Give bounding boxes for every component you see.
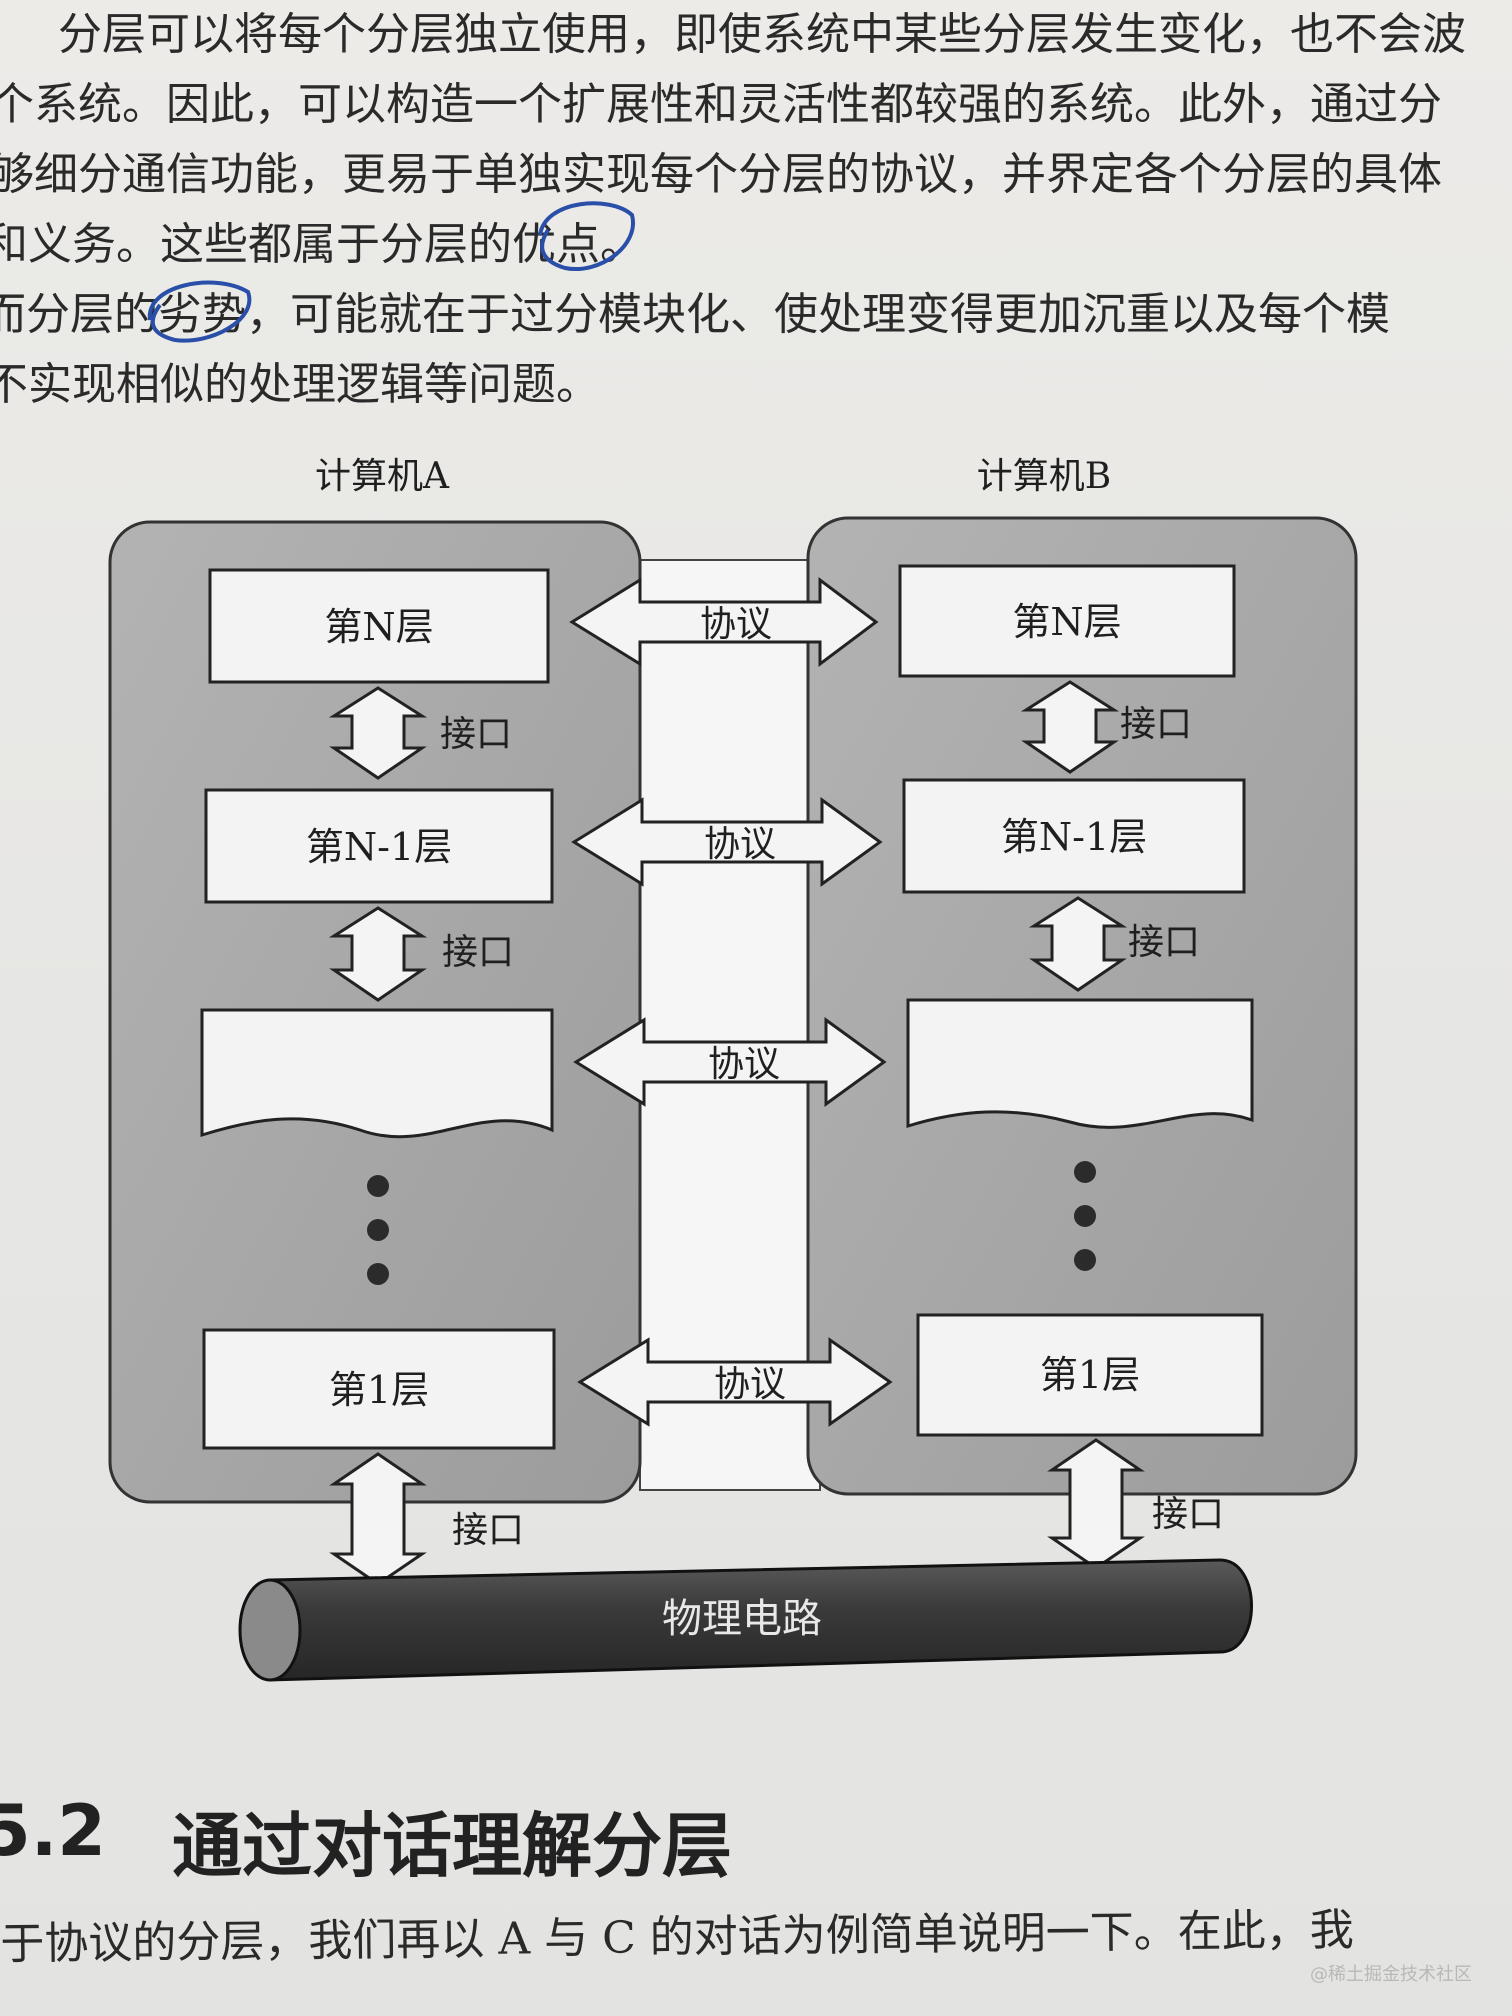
section-number: 5.2 [0,1790,107,1872]
protocol-label: 协议 [700,604,772,645]
a-layer-n-minus-1-box [204,788,554,904]
a-layer-n-minus-1-text: 第N-1层 [306,825,452,869]
section-title: 通过对话理解分层 [172,1805,732,1887]
b-torn-box [906,998,1254,1129]
interface-label: 接口 [440,714,512,755]
interface-label: 接口 [1128,922,1200,963]
center-column [639,559,821,1491]
b-dot [1074,1249,1096,1271]
paragraph-line: 不实现相似的处理逻辑等问题。 [0,359,600,410]
a-layer-n-text: 第N层 [324,605,433,649]
interface-label: 接口 [442,932,514,973]
b-dot [1074,1161,1096,1183]
interface-arrow: 接口 [328,686,512,780]
b-layer-1-text: 第1层 [1040,1353,1140,1397]
a-layer-n-box [208,568,550,684]
bottom-text-line: 于协议的分层，我们再以 A 与 C 的对话为例简单说明一下。在此，我 [0,1904,1354,1970]
paragraph-line: 和义务。这些都属于分层的优点。 [0,219,644,270]
a-torn-box [200,1008,554,1139]
pen-circle-lieshi [147,280,252,343]
pen-annotations [147,201,636,343]
protocol-arrow: 协议 [569,577,879,667]
a-layer-1-box [202,1328,556,1450]
protocol-arrow: 协议 [577,1337,893,1427]
interface-arrow: 接口 [1028,896,1200,992]
protocol-label: 协议 [704,824,776,865]
a-dot [367,1219,389,1241]
protocol-arrow: 协议 [571,797,883,887]
interface-label: 接口 [1120,704,1192,745]
a-layer-1-text: 第1层 [329,1368,429,1412]
interface-arrow: 接口 [1020,680,1192,774]
b-layer-n-box [898,564,1236,678]
b-layer-n-minus-1-text: 第N-1层 [1001,815,1147,859]
a-dot [367,1175,389,1197]
watermark: @稀土掘金技术社区 [1310,1964,1472,1985]
physical-circuit-label: 物理电路 [662,1596,822,1642]
interface-arrow: 接口 [329,1452,524,1586]
pen-circle-youdian [538,201,636,272]
protocol-label: 协议 [714,1364,786,1405]
interface-label: 接口 [1152,1494,1224,1535]
protocol-label: 协议 [708,1044,780,1085]
interface-label: 接口 [452,1510,524,1551]
a-dot [367,1263,389,1285]
protocol-arrow: 协议 [573,1017,887,1107]
paragraph-line: 分层可以将每个分层独立使用，即使系统中某些分层发生变化，也不会波 [14,9,1466,60]
physical-circuit: 物理电路 [238,1558,1253,1682]
b-dot [1074,1205,1096,1227]
paragraph-line: 个系统。因此，可以构造一个扩展性和灵活性都较强的系统。此外，通过分 [0,79,1442,130]
paragraph: 分层可以将每个分层独立使用，即使系统中某些分层发生变化，也不会波 个系统。因此，… [0,0,1512,420]
interface-arrow: 接口 [328,906,514,1002]
b-layer-1-box [916,1313,1264,1437]
layer-diagram: 计算机A 计算机B 第N层 第N-1层 第1层 第N层 第N-1层 [0,430,1512,1710]
computer-a-label: 计算机A [315,456,450,497]
b-layer-n-minus-1-box [902,778,1246,894]
b-layer-n-text: 第N层 [1012,600,1121,644]
paragraph-line: 够细分通信功能，更易于单独实现每个分层的协议，并界定各个分层的具体 [0,149,1442,200]
paragraph-line: 而分层的劣势，可能就在于过分模块化、使处理变得更加沉重以及每个模 [0,289,1390,340]
computer-b-label: 计算机B [977,456,1111,497]
